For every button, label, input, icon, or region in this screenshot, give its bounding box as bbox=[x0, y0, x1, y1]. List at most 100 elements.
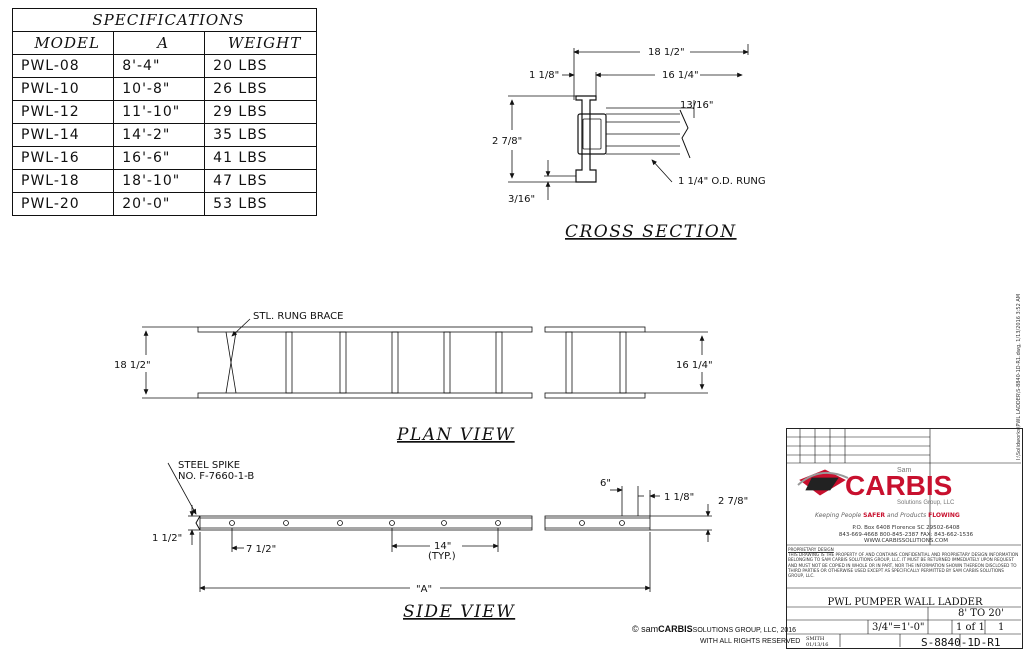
a-cell: 11'-10" bbox=[113, 100, 206, 124]
dim-end-right: 1 1/8" bbox=[664, 492, 694, 503]
copyright-notice: © samCARBISSOLUTIONS GROUP, LLC, 2016 bbox=[632, 624, 796, 634]
rung-hole bbox=[441, 520, 447, 526]
dim-end: 1 1/2" bbox=[152, 533, 182, 544]
weight-cell: 35 LBS bbox=[204, 123, 317, 147]
cross-section-title: CROSS SECTION bbox=[565, 222, 737, 242]
a-cell: 18'-10" bbox=[113, 169, 206, 193]
title-block bbox=[786, 428, 1023, 649]
rung-hole bbox=[619, 520, 625, 526]
plan-view-title: PLAN VIEW bbox=[396, 425, 515, 445]
dim-length: "A" bbox=[416, 584, 432, 595]
proprietary-text: THIS DRAWING IS THE PROPERTY OF AND CONT… bbox=[788, 552, 1019, 579]
tagline-pre: Keeping People bbox=[815, 512, 862, 519]
rung bbox=[339, 331, 347, 394]
drawing-number: S-8840-1D-R1 bbox=[921, 636, 1001, 649]
model-cell: PWL-10 bbox=[11, 77, 115, 101]
spike-label-1: STEEL SPIKE bbox=[178, 460, 240, 471]
cross-section-view bbox=[508, 44, 749, 200]
rung-hole bbox=[389, 520, 395, 526]
weight-cell: 29 LBS bbox=[204, 100, 317, 124]
copyright-prefix: © sam bbox=[632, 624, 659, 634]
tagline-mid: and Products bbox=[886, 512, 927, 519]
rung bbox=[495, 331, 503, 394]
plan-inner-dim: 16 1/4" bbox=[676, 360, 713, 371]
rung-hole bbox=[495, 520, 501, 526]
drawn-date: 01/13/16 bbox=[806, 642, 829, 648]
weight-cell: 26 LBS bbox=[204, 77, 317, 101]
rung-label: 1 1/4" O.D. RUNG bbox=[678, 176, 766, 187]
dim-last: 6" bbox=[600, 478, 611, 489]
weight-cell: 20 LBS bbox=[204, 54, 317, 78]
a-cell: 8'-4" bbox=[113, 54, 206, 78]
rung-hole bbox=[579, 520, 585, 526]
scale-value: 3/4"=1'-0" bbox=[872, 622, 925, 633]
dim-side-height: 2 7/8" bbox=[718, 496, 748, 507]
rung bbox=[391, 331, 399, 394]
dim-first-hole: 7 1/2" bbox=[246, 544, 276, 555]
sheet-value: 1 of 1 bbox=[956, 622, 985, 633]
brace-label: STL. RUNG BRACE bbox=[253, 311, 343, 322]
side-view-title: SIDE VIEW bbox=[403, 602, 515, 622]
company-sub: Solutions Group, LLC bbox=[897, 500, 955, 506]
copyright-brand: CARBIS bbox=[658, 624, 693, 634]
dim-overall-width: 18 1/2" bbox=[648, 47, 685, 58]
address-line-2: 843-669-4668 800-845-2387 FAX: 843-662-1… bbox=[838, 531, 974, 538]
size-range: 8' TO 20' bbox=[958, 608, 1004, 619]
rung-hole bbox=[229, 520, 235, 526]
dim-rung-inset: 13/16" bbox=[680, 100, 713, 111]
dim-inner-width: 16 1/4" bbox=[662, 70, 699, 81]
model-cell: PWL-16 bbox=[11, 146, 115, 170]
rung-hole bbox=[283, 520, 289, 526]
file-path: I:\Solidworks\PWL LADDER\S-8840-1D-R1.dw… bbox=[1016, 293, 1022, 460]
project-title: PWL PUMPER WALL LADDER bbox=[827, 597, 983, 608]
spike-label-2: NO. F-7660-1-B bbox=[178, 471, 254, 482]
tagline-flowing: FLOWING bbox=[928, 512, 960, 519]
dim-spacing: 14" bbox=[434, 541, 451, 552]
a-cell: 20'-0" bbox=[113, 192, 206, 216]
address-line-1: P.O. Box 6408 Florence SC 29502-6408 bbox=[852, 525, 960, 531]
side-view bbox=[167, 462, 712, 592]
header-model: MODEL bbox=[11, 31, 115, 55]
address-line-3: WWW.CARBISSOLUTIONS.COM bbox=[864, 538, 948, 544]
a-cell: 14'-2" bbox=[113, 123, 206, 147]
title-block-grid bbox=[786, 428, 1021, 647]
dim-typ: (TYP.) bbox=[428, 551, 456, 562]
company-logo: Sam CARBIS Solutions Group, LLC bbox=[845, 467, 954, 506]
rung bbox=[443, 331, 451, 394]
weight-cell: 53 LBS bbox=[204, 192, 317, 216]
a-cell: 10'-8" bbox=[113, 77, 206, 101]
header-weight: WEIGHT bbox=[204, 31, 317, 55]
model-cell: PWL-14 bbox=[11, 123, 115, 147]
rung bbox=[285, 331, 293, 394]
rights-reserved: WITH ALL RIGHTS RESERVED bbox=[700, 638, 801, 645]
rung bbox=[565, 331, 573, 394]
carbis-logo-mark bbox=[797, 469, 849, 496]
company-address: P.O. Box 6408 Florence SC 29502-6408 843… bbox=[790, 525, 1022, 545]
dim-height: 2 7/8" bbox=[492, 136, 522, 147]
plan-outer-dim: 18 1/2" bbox=[114, 360, 151, 371]
tagline: Keeping People SAFER and Products FLOWIN… bbox=[815, 512, 960, 519]
company-prefix: Sam bbox=[897, 467, 912, 474]
model-cell: PWL-20 bbox=[11, 192, 115, 216]
dim-bottom: 3/16" bbox=[508, 194, 535, 205]
header-a: A bbox=[113, 31, 206, 55]
model-cell: PWL-12 bbox=[11, 100, 115, 124]
drawn-by: SMITH bbox=[806, 636, 825, 642]
company-name: CARBIS bbox=[845, 470, 953, 501]
model-cell: PWL-18 bbox=[11, 169, 115, 193]
rung bbox=[619, 331, 627, 394]
rung-hole bbox=[337, 520, 343, 526]
dim-flange: 1 1/8" bbox=[529, 70, 559, 81]
plan-view bbox=[142, 318, 708, 399]
proprietary-notice: PROPRIETARY DESIGN THIS DRAWING IS THE P… bbox=[788, 547, 1020, 578]
proprietary-heading: PROPRIETARY DESIGN bbox=[788, 547, 834, 552]
tagline-safer: SAFER bbox=[863, 512, 885, 519]
